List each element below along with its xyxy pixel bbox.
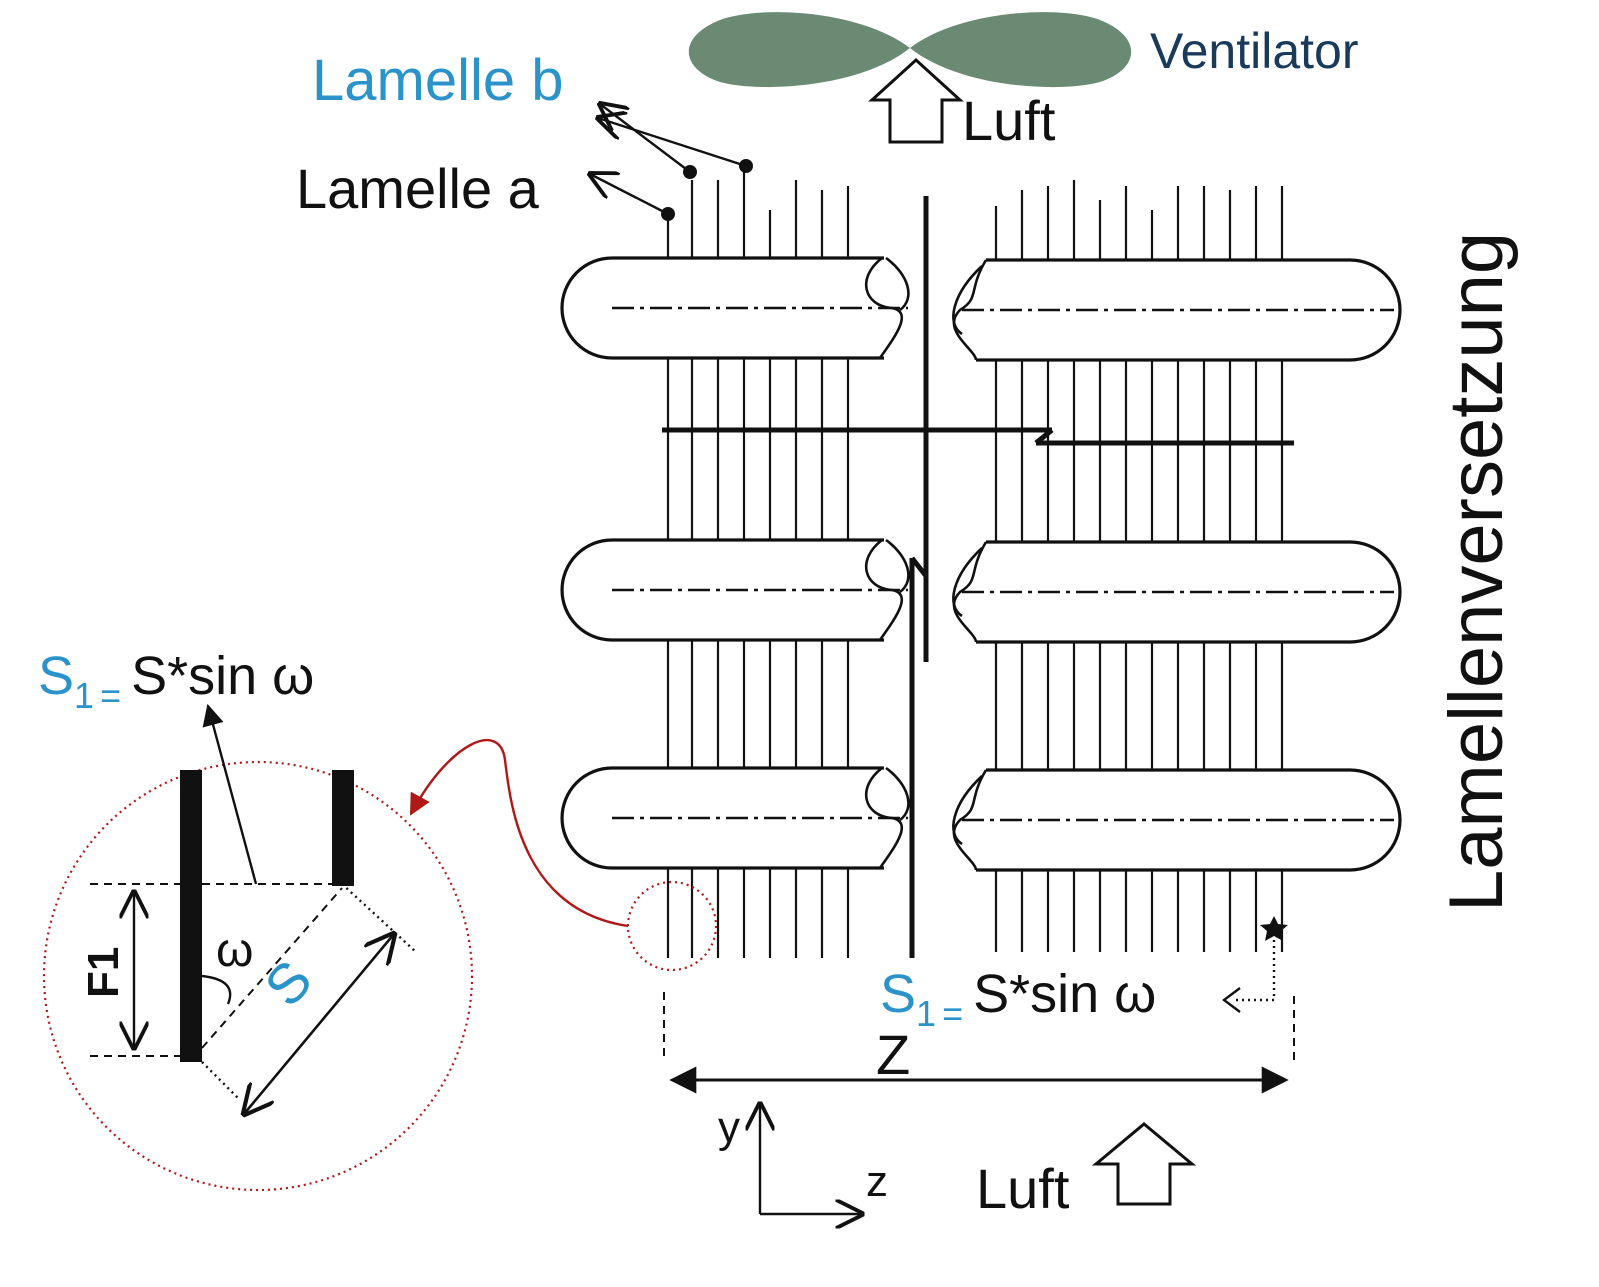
tube-right <box>952 768 1402 872</box>
detail-source-circle <box>626 880 718 972</box>
tube-right <box>952 258 1402 362</box>
detail-magnified <box>42 703 474 1192</box>
tube-left <box>560 766 910 870</box>
fan-icon <box>688 12 1132 88</box>
tube-rows <box>560 256 1402 872</box>
tube-left <box>560 538 910 642</box>
lamelle-pointers <box>590 104 753 221</box>
luft-bottom-label: Luft <box>976 1157 1070 1220</box>
lamelle-b-label: Lamelle b <box>312 48 563 113</box>
separator-plates <box>662 196 1294 958</box>
tube-right <box>952 540 1402 644</box>
detail-omega-label: ω <box>216 924 253 977</box>
lamellenversetzung-label: Lamellenversetzung <box>1434 232 1519 912</box>
svg-text:S1=S*sin ω: S1=S*sin ω <box>38 646 314 716</box>
axis-z-label: z <box>866 1157 888 1206</box>
formula-left: S1=S*sin ω <box>38 646 314 716</box>
ventilator-label: Ventilator <box>1150 23 1358 79</box>
coordinate-axes <box>760 1104 862 1214</box>
lamelle-a-label: Lamelle a <box>296 157 540 220</box>
tube-left <box>560 256 910 360</box>
up-arrow-icon <box>1091 1122 1197 1206</box>
dimension-z <box>663 992 1295 1094</box>
detail-connector <box>409 739 629 928</box>
formula-bottom: S1=S*sin ω <box>880 964 1156 1034</box>
axis-y-label: y <box>718 1103 740 1152</box>
dimension-z-label: Z <box>876 1023 910 1086</box>
up-arrow-icon <box>868 57 964 144</box>
detail-f1-label: F1 <box>79 947 128 998</box>
svg-text:S1=S*sin ω: S1=S*sin ω <box>880 964 1156 1034</box>
fin-offset-marker <box>1222 916 1288 1013</box>
luft-top-label: Luft <box>962 89 1056 152</box>
detail-s-label: S <box>252 948 324 1018</box>
